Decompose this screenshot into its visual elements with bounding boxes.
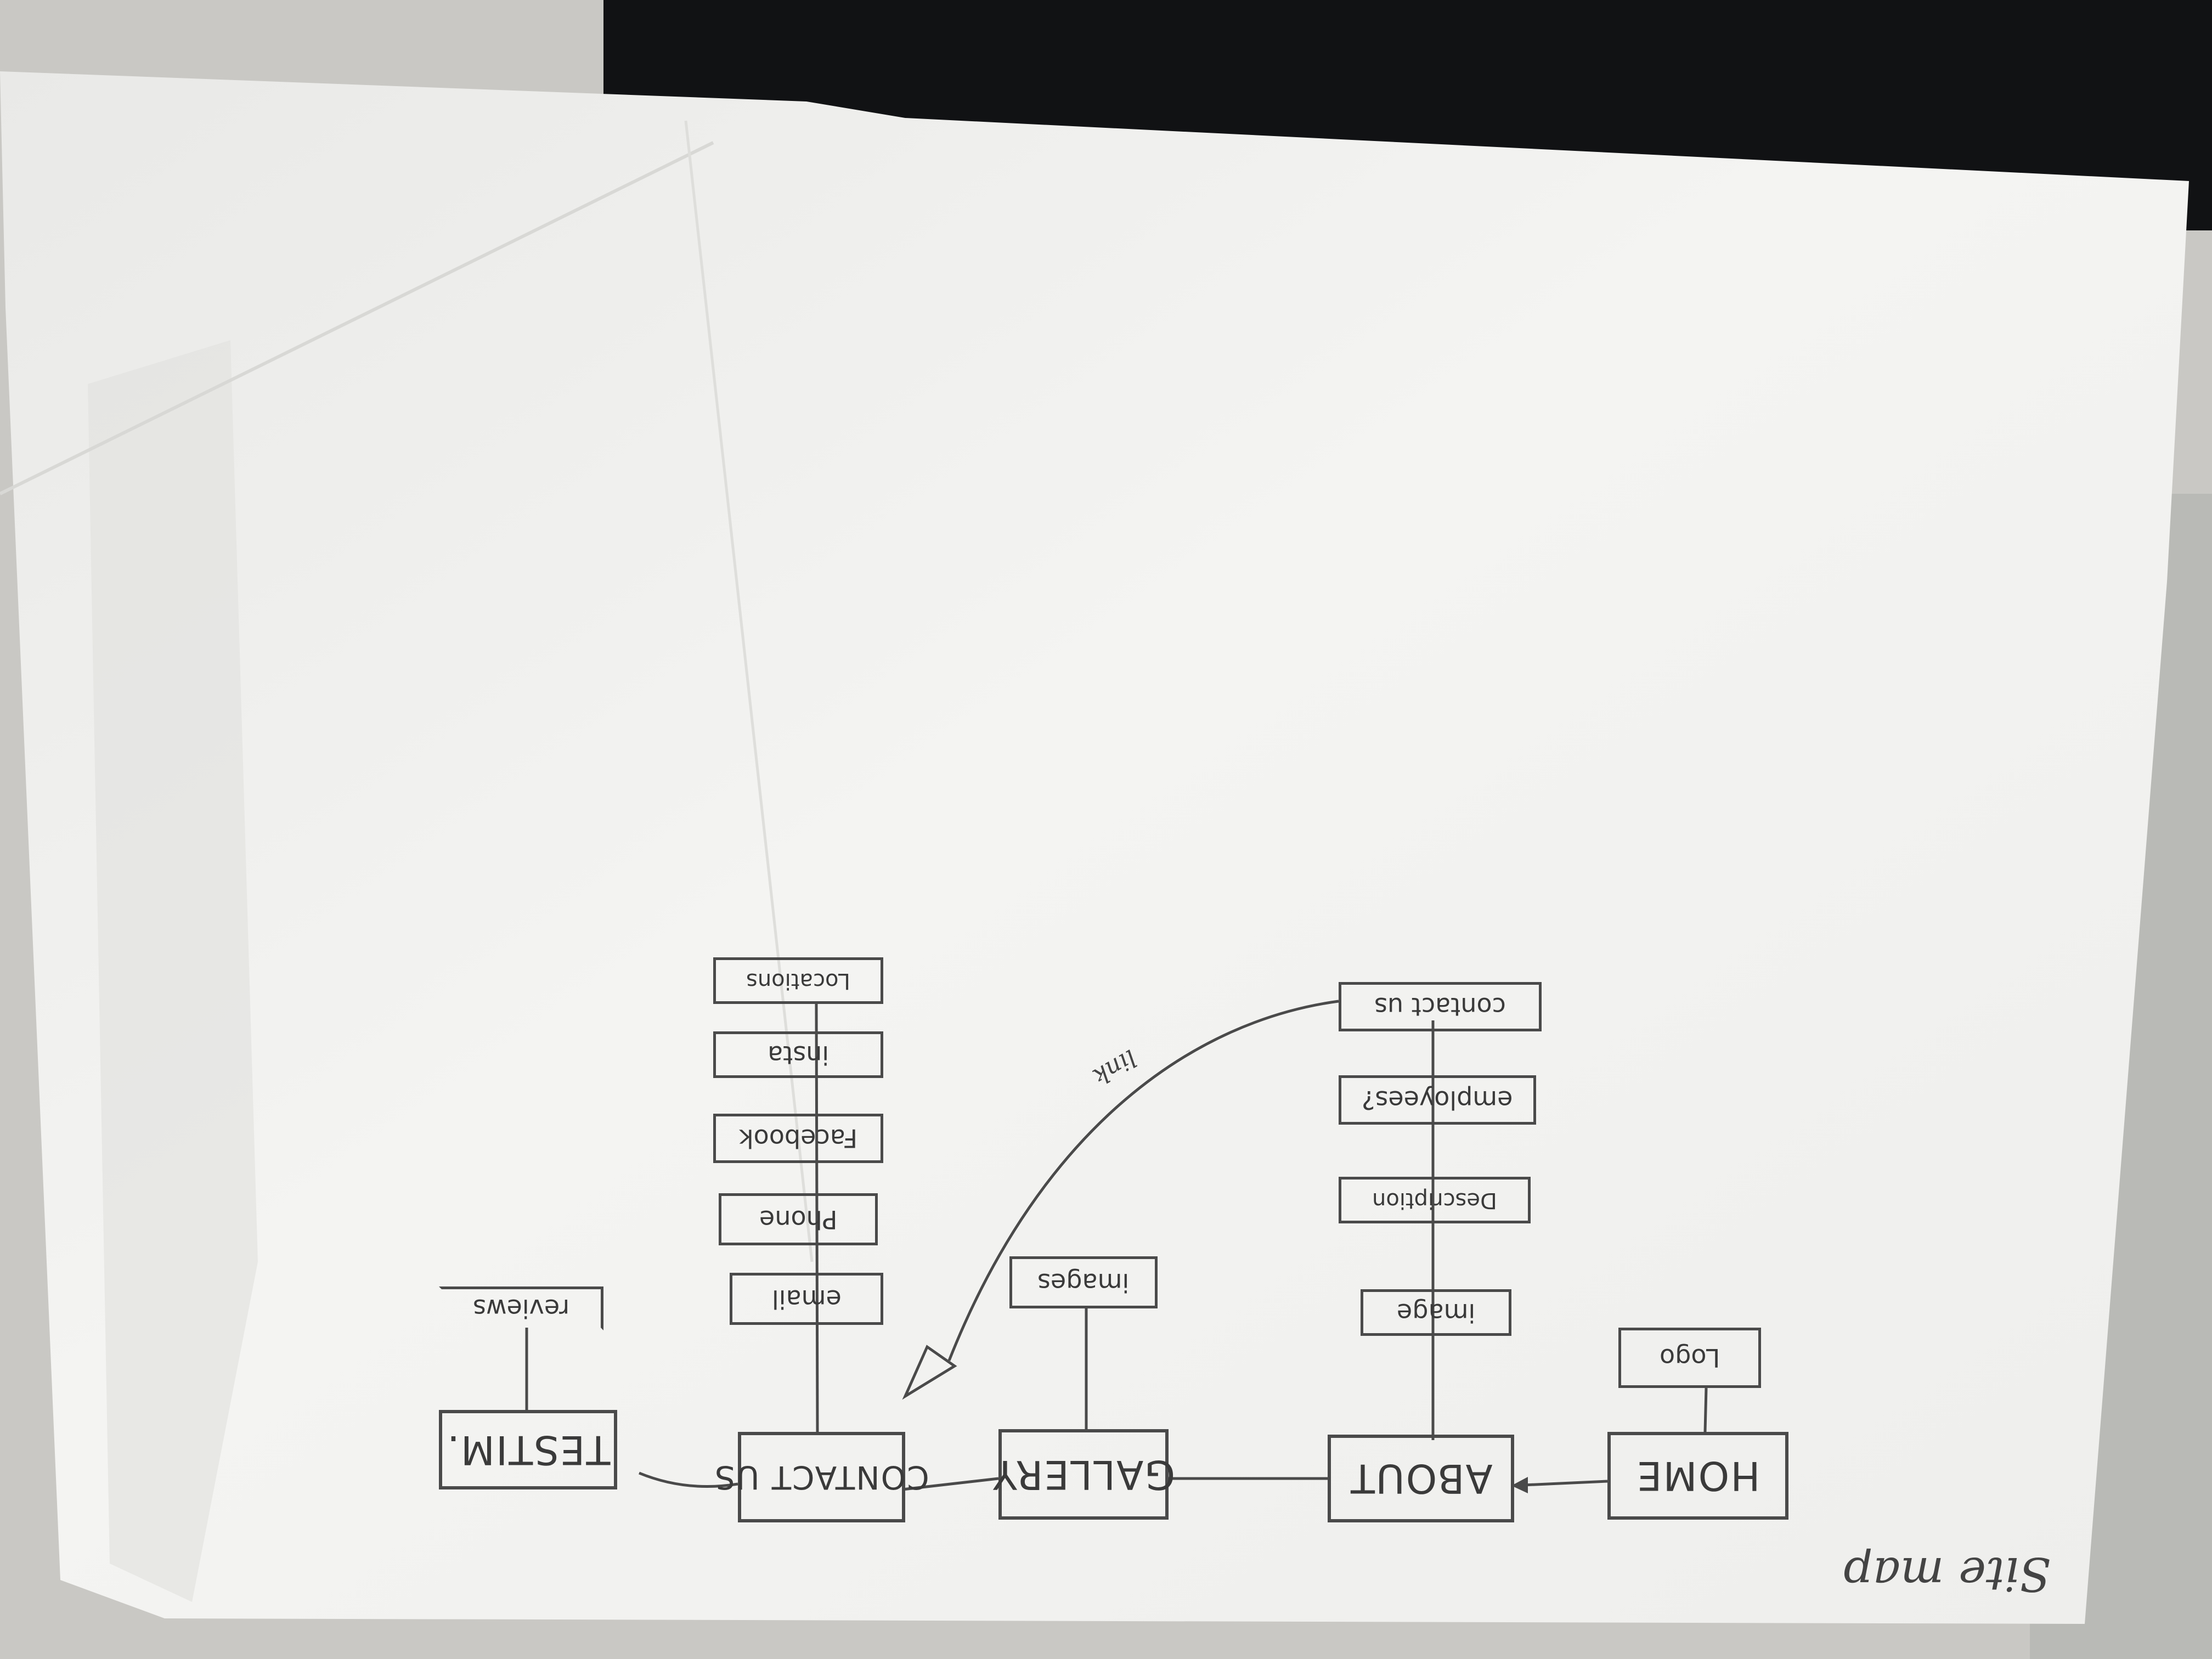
about-child-contact-us-label: contact us: [1374, 992, 1506, 1022]
connector-contact-testim: [639, 1471, 738, 1488]
contact-child-locations: Locations: [713, 957, 883, 1004]
about-child-image: image: [1361, 1289, 1511, 1336]
home-child-logo-label: Logo: [1659, 1343, 1720, 1373]
contact-child-locations-label: Locations: [746, 968, 851, 994]
contact-child-email: email: [730, 1273, 883, 1325]
page-home-label: HOME: [1635, 1453, 1760, 1499]
paper-fold-shadow: [88, 340, 258, 1602]
page-testimonials-label: TESTIM.: [445, 1426, 611, 1473]
link-curve: [947, 1000, 1339, 1361]
testimonials-child-reviews-label: reviews: [472, 1294, 570, 1323]
page-gallery-label: GALLERY: [991, 1451, 1176, 1498]
link-arrowhead: [902, 1345, 957, 1400]
contact-child-facebook-label: Facebook: [738, 1124, 858, 1153]
testimonials-child-reviews: reviews: [439, 1286, 603, 1330]
about-child-description-label: Description: [1372, 1187, 1497, 1213]
gallery-child-images-label: images: [1037, 1267, 1130, 1297]
gallery-child-images: images: [1009, 1256, 1158, 1308]
paper-crease: [684, 120, 814, 1262]
about-child-description: Description: [1339, 1177, 1531, 1223]
paper-shape: [0, 71, 2189, 1624]
sitemap-title: Site map: [1843, 1547, 2051, 1601]
about-child-contact-us: contact us: [1339, 982, 1542, 1031]
page-contact-us-label: CONTACT US: [714, 1458, 929, 1496]
contact-child-insta: insta: [713, 1031, 883, 1078]
home-child-logo: Logo: [1618, 1328, 1761, 1388]
page-about-label: ABOUT: [1349, 1455, 1493, 1502]
page-home: HOME: [1607, 1432, 1788, 1520]
about-child-employees-label: employees?: [1362, 1085, 1513, 1115]
contact-child-phone-label: Phone: [759, 1204, 838, 1234]
contact-child-facebook: Facebook: [713, 1114, 883, 1163]
about-child-employees: employees?: [1339, 1075, 1536, 1125]
page-gallery: GALLERY: [992, 1429, 1175, 1520]
page-testimonials: TESTIM.: [439, 1410, 617, 1489]
connector-gallery-contact: [902, 1477, 999, 1491]
arrowhead: [1511, 1477, 1528, 1493]
contact-child-phone: Phone: [719, 1193, 878, 1245]
stem-home-logo: [1703, 1387, 1708, 1432]
page-contact-us: CONTACT US: [714, 1432, 929, 1522]
paper-crease: [0, 141, 714, 495]
page-about: ABOUT: [1328, 1435, 1514, 1522]
contact-child-email-label: email: [771, 1284, 842, 1314]
about-child-image-label: image: [1396, 1297, 1476, 1328]
contact-child-insta-label: insta: [767, 1040, 830, 1070]
